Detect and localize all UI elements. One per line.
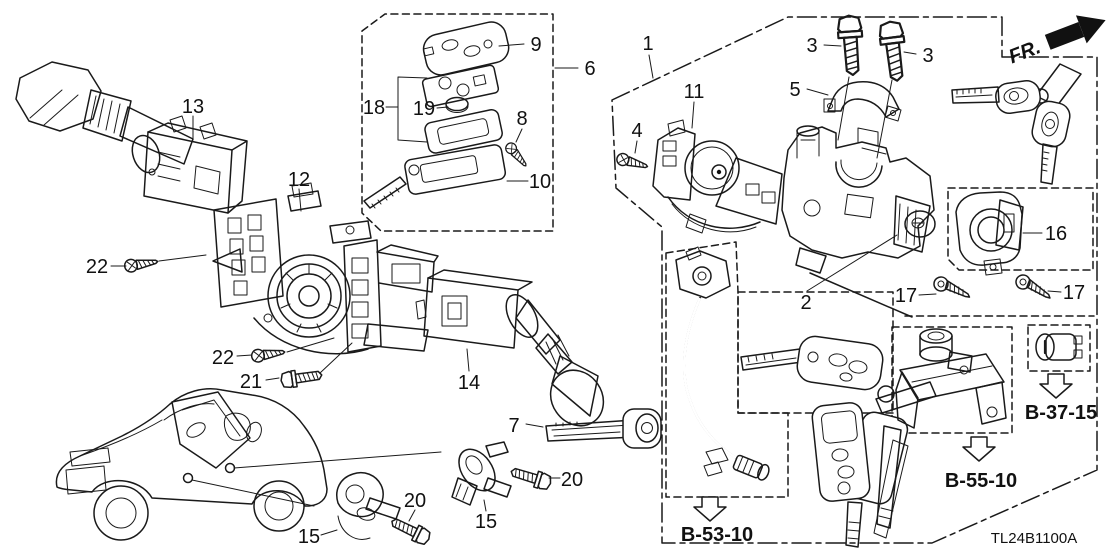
part-15-door-cylinder-right-drawing bbox=[451, 441, 512, 506]
fr-label: FR. bbox=[1006, 36, 1044, 68]
callout-20a: 20 bbox=[404, 490, 426, 512]
part-7-key-drawing bbox=[545, 408, 662, 449]
callout-16: 16 bbox=[1045, 223, 1067, 245]
region-divider-line bbox=[809, 272, 913, 318]
callout-13: 13 bbox=[182, 96, 204, 118]
callout-15b: 15 bbox=[475, 511, 497, 533]
b55-box bbox=[891, 326, 1013, 434]
part-22-screw-b bbox=[250, 344, 287, 364]
ref-b55-label: B-55-10 bbox=[945, 470, 1017, 492]
callout-12: 12 bbox=[288, 169, 310, 191]
callout-17a: 17 bbox=[895, 285, 917, 307]
part-3-screw-b bbox=[876, 19, 911, 84]
b53-cable-lock-drawing bbox=[675, 246, 770, 481]
ref-b53-label: B-53-10 bbox=[681, 524, 753, 546]
callout-22a: 22 bbox=[86, 256, 108, 278]
keyless-remote-box-6 bbox=[361, 13, 554, 232]
callout-19: 19 bbox=[413, 98, 435, 120]
part-17-screw-a bbox=[932, 275, 973, 298]
callout-2: 2 bbox=[800, 292, 811, 314]
immobilizer-box-16 bbox=[947, 187, 1094, 271]
group-6-remote-drawing bbox=[363, 21, 510, 209]
b55-arrow bbox=[962, 436, 996, 462]
callout-3b: 3 bbox=[922, 45, 933, 67]
b53-arrow bbox=[693, 496, 727, 522]
part-21-bolt bbox=[279, 366, 324, 390]
callout-17b: 17 bbox=[1063, 282, 1085, 304]
part-15-door-cylinder-left-drawing bbox=[336, 471, 401, 540]
callout-21: 21 bbox=[240, 371, 262, 393]
diagram-code: TL24B1100A bbox=[991, 530, 1077, 547]
part-5-clamp-drawing bbox=[823, 81, 902, 122]
part-12-combination-switch-drawing bbox=[212, 182, 439, 355]
part-3-screw-a bbox=[835, 13, 866, 77]
callout-4: 4 bbox=[631, 120, 642, 142]
b55-bracket-drawing bbox=[895, 328, 1007, 429]
ref-b37-label: B-37-15 bbox=[1025, 402, 1097, 424]
car-location-drawing bbox=[55, 388, 328, 541]
part-17-screw-b bbox=[1013, 272, 1055, 299]
callout-14: 14 bbox=[458, 372, 480, 394]
fr-direction-arrow: FR. bbox=[1006, 15, 1106, 68]
b37-cylinder-drawing bbox=[1035, 333, 1083, 361]
callout-7: 7 bbox=[508, 415, 519, 437]
callout-11: 11 bbox=[684, 81, 705, 103]
callout-22b: 22 bbox=[212, 347, 234, 369]
part-20-bolt-b bbox=[508, 462, 554, 493]
steering-lock-assembly-drawing bbox=[781, 125, 936, 274]
group-1-chain-outline bbox=[611, 16, 1098, 544]
callout-1: 1 bbox=[642, 33, 653, 55]
callout-9: 9 bbox=[530, 34, 541, 56]
part-13-light-switch-drawing bbox=[15, 61, 248, 214]
callout-15a: 15 bbox=[298, 526, 320, 548]
part-11-ignition-switch-drawing bbox=[652, 119, 783, 234]
b37-arrow bbox=[1039, 373, 1073, 399]
part-4-screw bbox=[614, 151, 650, 174]
leader-lines bbox=[110, 43, 1062, 536]
part-22-screw-a bbox=[123, 254, 160, 274]
part-8-screw bbox=[502, 140, 531, 170]
callout-3a: 3 bbox=[806, 35, 817, 57]
callout-20b: 20 bbox=[561, 469, 583, 491]
b37-box bbox=[1027, 324, 1091, 372]
master-keys-with-tag-drawing bbox=[951, 63, 1082, 185]
group-2-keys-drawing bbox=[740, 335, 937, 548]
callout-18: 18 bbox=[363, 97, 385, 119]
callout-10: 10 bbox=[529, 171, 551, 193]
callout-6: 6 bbox=[584, 58, 595, 80]
callout-8: 8 bbox=[516, 108, 527, 130]
part-14-wiper-switch-drawing bbox=[415, 269, 605, 427]
callout-5: 5 bbox=[789, 79, 800, 101]
part-16-immobilizer-drawing bbox=[955, 191, 1024, 276]
